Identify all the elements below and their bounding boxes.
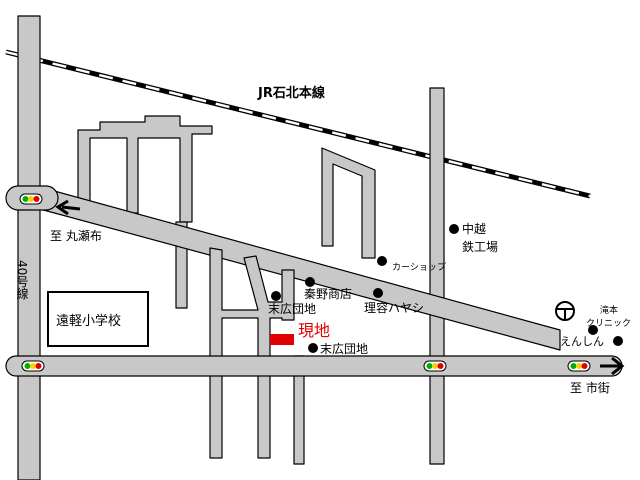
traffic-light-icon xyxy=(423,360,447,372)
traffic-light-icon xyxy=(567,360,591,372)
arrow-right-icon xyxy=(600,356,625,376)
landmark-dot-icon xyxy=(308,343,318,353)
bank-symbol-icon xyxy=(555,301,575,321)
to-city-label: 至 市街 xyxy=(570,380,610,395)
traffic-light-icon xyxy=(21,360,45,372)
traffic-light-icon xyxy=(19,193,43,205)
landmark-dot-icon xyxy=(373,288,383,298)
suehiro-danchi-label-b: 末広団地 xyxy=(320,342,368,356)
arrow-left-icon xyxy=(55,199,81,216)
landmark-dot-icon xyxy=(613,336,623,346)
north-small-street xyxy=(175,221,188,309)
landmark-dot-icon xyxy=(305,277,315,287)
takimoto-label-2: クリニック xyxy=(586,318,631,329)
route40-road xyxy=(17,15,41,480)
landmark-dot-icon xyxy=(377,256,387,266)
north-block-street xyxy=(77,115,213,223)
barber-label: 理容ハヤシ xyxy=(364,300,424,315)
route40-label: 40号線 xyxy=(15,260,29,299)
to-maruseppu-label: 至 丸瀬布 xyxy=(50,229,102,243)
school-building xyxy=(47,291,149,347)
loop-street xyxy=(321,147,376,259)
svg-text:40号線: 40号線 xyxy=(15,260,29,299)
nakakoshi-label-2: 鉄工場 xyxy=(462,239,498,254)
landmark-dot-icon xyxy=(588,325,598,335)
railway-label: JR石北本線 xyxy=(257,85,326,101)
nakakoshi-label-1: 中越 xyxy=(462,221,486,236)
lower-grid-streets xyxy=(209,247,295,459)
hatano-shop-label: 秦野商店 xyxy=(304,286,352,301)
enshin-label: えんしん xyxy=(560,335,604,348)
landmark-dot-icon xyxy=(449,224,459,234)
site-marker xyxy=(270,334,294,345)
takimoto-label-1: 滝本 xyxy=(600,304,618,316)
landmark-dot-icon xyxy=(271,291,281,301)
railway-line xyxy=(5,49,591,199)
suehiro-danchi-label-a: 末広団地 xyxy=(268,302,316,316)
site-label: 現地 xyxy=(298,321,330,340)
right-vertical-road xyxy=(429,87,445,465)
school-label: 遠軽小学校 xyxy=(56,313,121,329)
car-shop-label: カーショップ xyxy=(392,262,446,273)
road-network xyxy=(5,15,623,480)
main-horizontal-road xyxy=(5,355,623,377)
